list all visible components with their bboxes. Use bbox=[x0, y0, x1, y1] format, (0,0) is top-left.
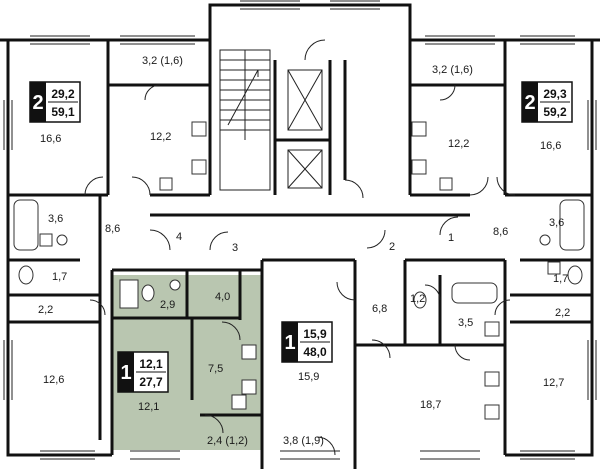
room-area-label: 12,2 bbox=[448, 138, 469, 150]
room-area-label: 1,7 bbox=[52, 271, 67, 283]
room-area-label: 4 bbox=[176, 231, 182, 243]
badge-total-area: 27,7 bbox=[139, 375, 163, 389]
fixtures bbox=[13, 121, 585, 420]
room-area-label: 2,2 bbox=[38, 304, 53, 316]
badge-apt-1-center: 1 15,9 48,0 bbox=[281, 321, 333, 363]
badge-total-area: 59,1 bbox=[51, 105, 75, 119]
badge-rooms: 2 bbox=[524, 92, 535, 114]
room-area-label: 3,2 (1,6) bbox=[432, 64, 473, 76]
badge-total-area: 59,2 bbox=[543, 105, 567, 119]
badge-living-area: 29,3 bbox=[543, 87, 567, 101]
room-area-label: 1,2 bbox=[410, 293, 425, 305]
badge-living-area: 29,2 bbox=[51, 87, 75, 101]
room-area-label: 12,7 bbox=[543, 377, 564, 389]
room-area-label: 6,8 bbox=[372, 303, 387, 315]
room-area-label: 2 bbox=[389, 241, 395, 253]
room-area-label: 3 bbox=[232, 242, 238, 254]
room-area-label: 18,7 bbox=[420, 399, 441, 411]
room-area-label: 2,4 (1,2) bbox=[207, 435, 248, 447]
room-area-label: 1,7 bbox=[553, 273, 568, 285]
room-area-label: 3,2 (1,6) bbox=[142, 55, 183, 67]
doors bbox=[84, 39, 516, 456]
windows bbox=[3, 0, 597, 460]
badge-rooms: 1 bbox=[120, 362, 131, 384]
room-area-label: 1 bbox=[448, 232, 454, 244]
badge-apt-2-left: 2 29,2 59,1 bbox=[29, 81, 81, 123]
room-area-label: 12,6 bbox=[43, 374, 64, 386]
outer-walls bbox=[0, 3, 600, 469]
badge-total-area: 48,0 bbox=[303, 345, 327, 359]
room-area-label: 16,6 bbox=[540, 140, 561, 152]
room-area-label: 12,2 bbox=[150, 131, 171, 143]
interior-walls bbox=[8, 40, 592, 455]
room-area-label: 3,5 bbox=[458, 317, 473, 329]
badge-apt-2-right: 2 29,3 59,2 bbox=[521, 81, 573, 123]
room-area-label: 4,0 bbox=[215, 291, 230, 303]
staircase bbox=[219, 49, 271, 191]
room-area-label: 3,6 bbox=[549, 217, 564, 229]
badge-rooms: 2 bbox=[32, 92, 43, 114]
badge-rooms: 1 bbox=[284, 332, 295, 354]
room-area-label: 7,5 bbox=[208, 363, 223, 375]
room-area-label: 16,6 bbox=[40, 133, 61, 145]
elevators bbox=[287, 69, 323, 189]
room-area-label: 12,1 bbox=[138, 401, 159, 413]
room-area-label: 8,6 bbox=[105, 223, 120, 235]
room-area-label: 3,8 (1,9) bbox=[283, 435, 324, 447]
room-area-label: 15,9 bbox=[298, 371, 319, 383]
room-area-label: 2,9 bbox=[160, 299, 175, 311]
badge-living-area: 12,1 bbox=[139, 357, 163, 371]
room-area-label: 3,6 bbox=[48, 213, 63, 225]
badge-apt-1-highlight: 1 12,1 27,7 bbox=[117, 351, 169, 393]
badge-living-area: 15,9 bbox=[303, 327, 327, 341]
room-area-label: 8,6 bbox=[493, 226, 508, 238]
room-area-label: 2,2 bbox=[555, 307, 570, 319]
room-labels: 16,6 3,2 (1,6) 12,2 3,6 8,6 4 3 1,7 2,2 … bbox=[38, 55, 570, 447]
